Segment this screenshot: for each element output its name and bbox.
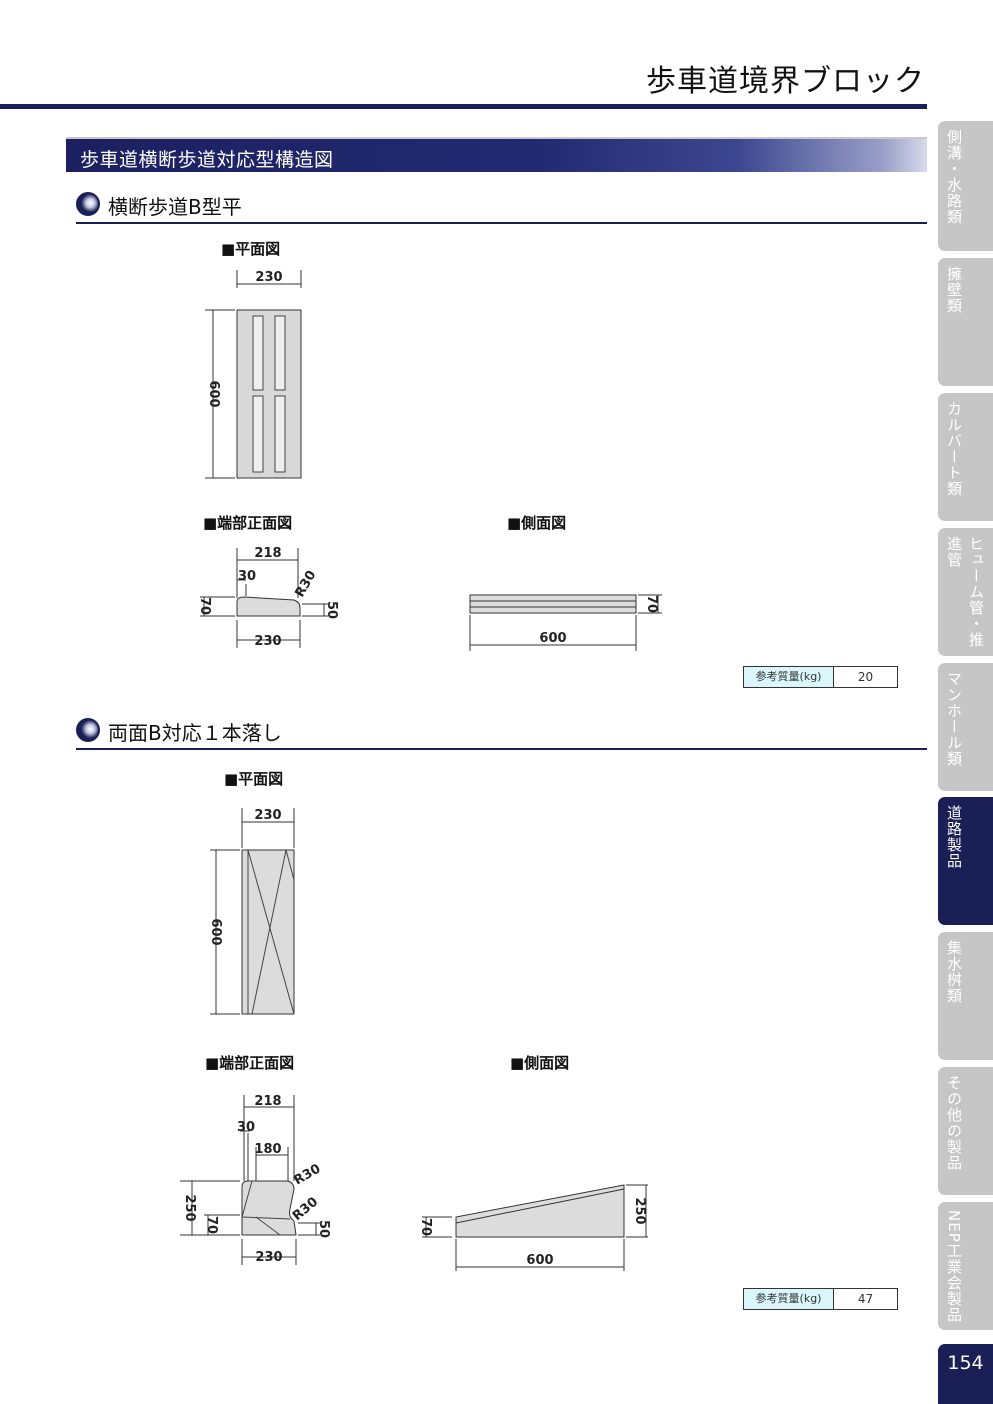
s1-side-height-dim: 70 — [644, 595, 659, 613]
tab-side-ditch[interactable]: 側溝・水路類 — [938, 121, 993, 251]
s1-front-bottom-dim: 230 — [254, 634, 281, 649]
page-number: 154 — [938, 1344, 993, 1404]
s2-front-top-dim: 218 — [254, 1094, 281, 1109]
bullet-circle-icon — [76, 192, 100, 216]
s2-front-label: ■端部正面図 — [205, 1054, 295, 1072]
s1-front-radius-dim: R30 — [292, 568, 319, 600]
s1-front-offset-dim: 30 — [238, 569, 256, 584]
s2-front-right-height-dim: 50 — [316, 1220, 331, 1238]
page-title: 歩車道境界ブロック — [646, 64, 925, 99]
s2-side-drawing: 600 70 250 — [418, 1184, 648, 1271]
tab-label: その他の製品 — [945, 1075, 963, 1171]
tab-label: 側溝・水路類 — [945, 129, 963, 225]
s1-side-drawing: 600 70 — [469, 594, 662, 651]
s1-weight-label: 参考質量(kg) — [744, 667, 834, 687]
s2-side-high-height-dim: 250 — [632, 1197, 647, 1224]
tab-manhole[interactable]: マンホール類 — [938, 663, 993, 791]
s2-side-length-dim: 600 — [526, 1253, 553, 1268]
tab-label: NEP工業会製品 — [945, 1210, 963, 1323]
s2-side-low-height-dim: 70 — [418, 1218, 433, 1236]
tab-label: 集水桝類 — [945, 940, 963, 1004]
tab-label: ヒューム管・推進管 — [945, 536, 985, 648]
s1-front-top-dim: 218 — [254, 546, 281, 561]
s1-front-right-height-dim: 50 — [324, 601, 339, 619]
s2-plan-label: ■平面図 — [224, 770, 284, 788]
tab-culvert[interactable]: カルバート類 — [938, 393, 993, 521]
tab-catch-basin[interactable]: 集水桝類 — [938, 932, 993, 1060]
tab-label: 道路製品 — [945, 805, 963, 869]
section-1-heading: 横断歩道B型平 — [76, 186, 927, 224]
tab-label: カルバート類 — [945, 401, 963, 497]
tab-other-products[interactable]: その他の製品 — [938, 1067, 993, 1195]
s1-plan-width-dim: 230 — [255, 270, 282, 285]
s1-plan-drawing: 230 600 — [205, 270, 302, 479]
header-rule — [0, 104, 927, 109]
section-2-title: 両面B対応１本落し — [108, 721, 282, 745]
s2-front-offset-dim: 30 — [237, 1120, 255, 1135]
s2-weight-value: 47 — [857, 1292, 874, 1306]
s2-front-total-height-dim: 250 — [182, 1194, 197, 1221]
s2-weight-label: 参考質量(kg) — [744, 1289, 834, 1309]
s2-front-left-height-dim: 70 — [204, 1216, 219, 1234]
tab-label: マンホール類 — [945, 671, 963, 767]
s1-side-length-dim: 600 — [539, 631, 566, 646]
section-banner-title: 歩車道横断歩道対応型構造図 — [80, 149, 334, 171]
section-1-title: 横断歩道B型平 — [108, 195, 242, 219]
s2-front-radius-top-dim: R30 — [292, 1161, 324, 1188]
section-2-heading: 両面B対応１本落し — [76, 712, 927, 750]
s2-plan-drawing: 230 600 — [208, 808, 295, 1015]
s2-plan-length-dim: 600 — [208, 918, 223, 945]
s2-weight-box: 参考質量(kg) 47 — [743, 1288, 898, 1310]
bullet-circle-icon — [76, 718, 100, 742]
section-banner: 歩車道横断歩道対応型構造図 — [66, 137, 927, 172]
s1-plan-length-dim: 600 — [206, 380, 221, 407]
s1-front-label: ■端部正面図 — [203, 514, 293, 532]
tab-label: 擁壁類 — [945, 266, 963, 314]
s1-plan-label: ■平面図 — [221, 240, 281, 258]
tab-hume-pipe[interactable]: ヒューム管・推進管 — [938, 528, 993, 656]
s2-front-inner-dim: 180 — [254, 1142, 281, 1157]
s1-front-left-height-dim: 70 — [197, 597, 212, 615]
tab-road-products[interactable]: 道路製品 — [938, 797, 993, 925]
s2-side-label: ■側面図 — [510, 1054, 570, 1072]
s2-front-bottom-dim: 230 — [255, 1250, 282, 1265]
tab-nep-products[interactable]: NEP工業会製品 — [938, 1202, 993, 1330]
s1-weight-value: 20 — [857, 670, 874, 684]
s1-weight-box: 参考質量(kg) 20 — [743, 666, 898, 688]
s1-side-label: ■側面図 — [507, 514, 567, 532]
s2-front-drawing: 218 30 180 R30 R30 250 70 50 230 — [180, 1094, 331, 1265]
s1-front-drawing: 218 30 R30 70 50 230 — [197, 546, 339, 649]
s2-plan-width-dim: 230 — [254, 808, 281, 823]
tab-retaining-wall[interactable]: 擁壁類 — [938, 258, 993, 386]
